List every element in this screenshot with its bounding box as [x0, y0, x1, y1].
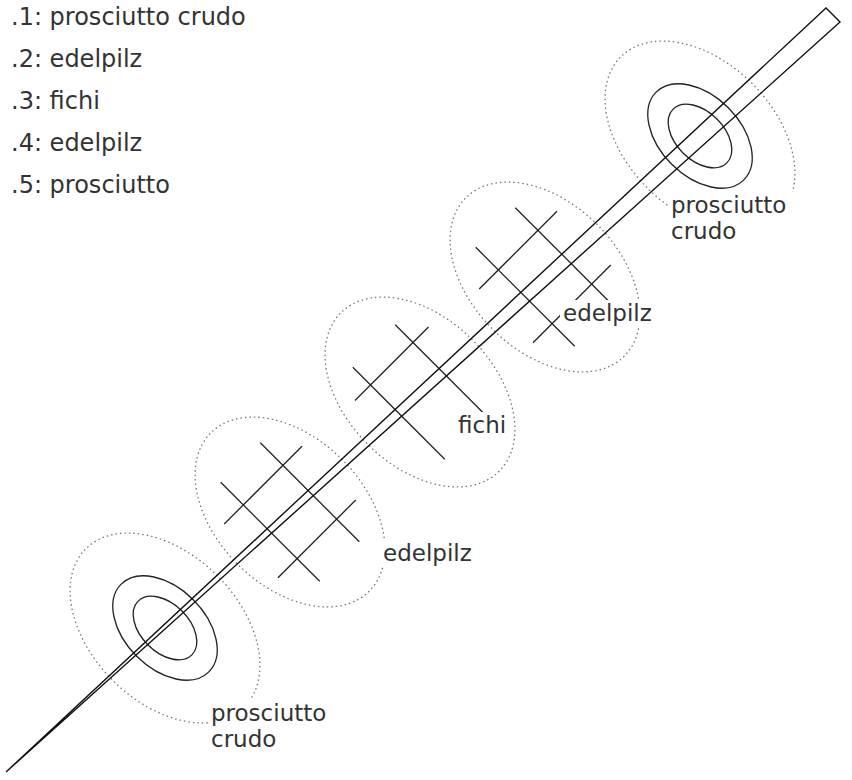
- food-outline: [568, 4, 831, 267]
- ingredient-list-item: .4: edelpilz: [8, 130, 145, 158]
- prosciutto-ring: [121, 584, 209, 672]
- ingredient-label: prosciutto crudo: [208, 700, 349, 753]
- ingredient-label: fichi: [455, 412, 509, 438]
- prosciutto-ring: [656, 92, 744, 180]
- ingredient-label: edelpilz: [560, 300, 655, 326]
- prosciutto-ring: [628, 64, 772, 208]
- ingredient-list-item: .3: fichi: [8, 88, 103, 116]
- fichi-slice: [337, 309, 502, 474]
- skewer: [6, 8, 840, 772]
- ingredient-list-item: .5: prosciutto: [8, 172, 173, 200]
- prosciutto-rings: [93, 64, 772, 700]
- ingredient-label: prosciutto crudo: [668, 192, 809, 245]
- food-outlines: [33, 4, 831, 759]
- ingredient-list-item: .2: edelpilz: [8, 46, 145, 74]
- ingredient-label: edelpilz: [380, 540, 475, 566]
- edelpilz-slice: [457, 189, 634, 366]
- ingredient-list-item: .1: prosciutto crudo: [8, 4, 249, 32]
